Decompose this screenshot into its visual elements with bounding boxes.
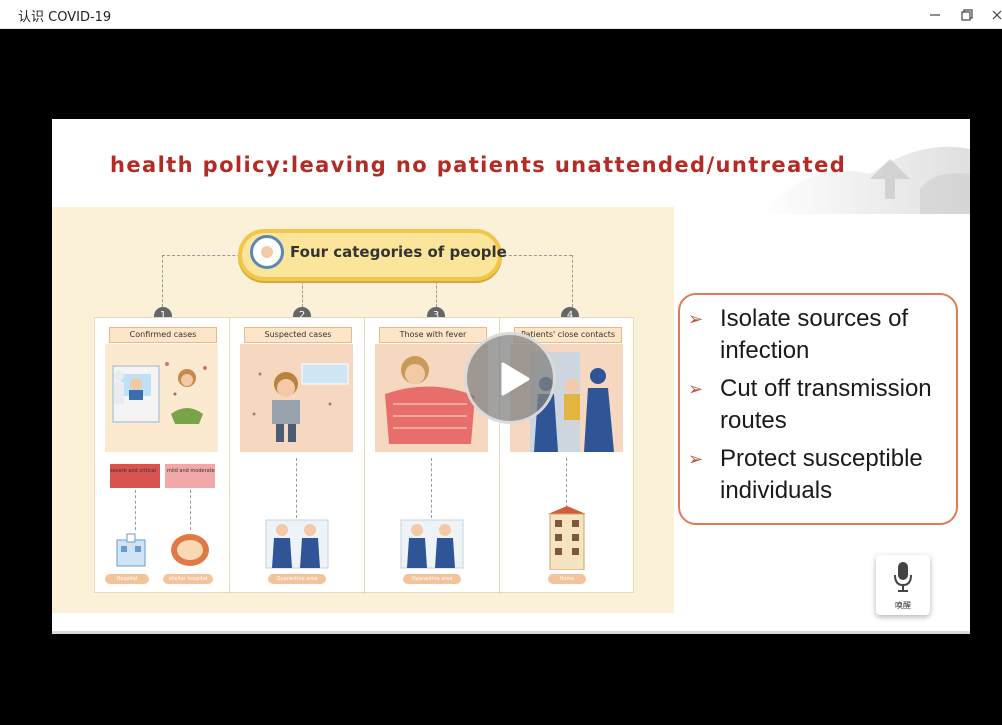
play-button[interactable] bbox=[464, 332, 556, 424]
arrow-bullet-icon: ➢ bbox=[688, 309, 704, 329]
badge-text: Four categories of people bbox=[290, 243, 507, 261]
connector-line bbox=[296, 458, 297, 518]
person-mask-icon bbox=[250, 235, 284, 269]
connector-line bbox=[302, 281, 303, 307]
location-tag: Hospital bbox=[105, 574, 149, 584]
connector-line bbox=[135, 490, 136, 530]
microphone-icon bbox=[894, 562, 912, 592]
bullet-item: ➢ Cut off transmission routes bbox=[688, 373, 950, 439]
category-columns: Confirmed cases bbox=[94, 317, 635, 594]
slide-divider bbox=[52, 631, 970, 634]
connector-line bbox=[162, 255, 163, 307]
category-close-contacts: Patients' close contacts bbox=[500, 318, 635, 594]
severity-label: severe and critical bbox=[110, 468, 157, 474]
confirmed-cases-illustration bbox=[105, 344, 218, 452]
play-icon bbox=[501, 362, 530, 396]
location-tag: Quarantine area bbox=[268, 574, 326, 584]
category-suspected: Suspected cases bbox=[230, 318, 365, 594]
restore-button[interactable] bbox=[952, 0, 982, 29]
minimize-icon bbox=[930, 13, 940, 16]
location-tag: shelter hospital bbox=[163, 574, 213, 584]
home-building-icon bbox=[548, 506, 586, 570]
arrow-bullet-icon: ➢ bbox=[688, 449, 704, 469]
four-categories-infographic: Four categories of people 1 2 3 4 Confir… bbox=[52, 207, 674, 613]
quarantine-staff-icon bbox=[265, 519, 329, 569]
voice-label: 唤醒 bbox=[895, 601, 911, 610]
category-title: Suspected cases bbox=[244, 327, 352, 343]
voice-wake-button[interactable]: 唤醒 bbox=[876, 555, 930, 615]
location-tag: Quarantine area bbox=[403, 574, 461, 584]
category-title: Those with fever bbox=[379, 327, 487, 343]
connector-line bbox=[436, 281, 437, 307]
decorative-architecture-graphic bbox=[760, 146, 970, 214]
sick-in-bed-icon bbox=[385, 356, 475, 444]
severity-label: mild and moderate bbox=[167, 468, 215, 474]
severity-box-severe bbox=[110, 464, 160, 488]
categories-badge: Four categories of people bbox=[238, 229, 507, 281]
window-title: 认识 COVID-19 bbox=[18, 10, 112, 25]
quarantine-staff-icon bbox=[400, 519, 464, 569]
connector-line bbox=[431, 458, 432, 518]
bullet-text: Isolate sources of infection bbox=[720, 305, 909, 364]
bullet-text: Protect susceptible individuals bbox=[720, 445, 923, 504]
arrow-bullet-icon: ➢ bbox=[688, 379, 704, 399]
prevention-measures-box: ➢ Isolate sources of infection ➢ Cut off… bbox=[678, 293, 958, 525]
severity-box-mild bbox=[165, 464, 215, 488]
shelter-hospital-icon bbox=[171, 534, 209, 566]
bullet-text: Cut off transmission routes bbox=[720, 375, 932, 434]
close-icon bbox=[992, 10, 1002, 19]
connector-line bbox=[190, 490, 191, 530]
connector-line bbox=[572, 255, 573, 307]
hospital-icon bbox=[116, 533, 146, 567]
connector-line bbox=[566, 458, 567, 508]
window-titlebar: 认识 COVID-19 bbox=[0, 0, 1002, 29]
bullet-item: ➢ Protect susceptible individuals bbox=[688, 443, 950, 509]
location-tag: Home bbox=[548, 574, 586, 584]
category-title: Confirmed cases bbox=[109, 327, 217, 343]
suspected-cases-illustration bbox=[240, 344, 353, 452]
category-title: Patients' close contacts bbox=[514, 327, 622, 343]
category-confirmed: Confirmed cases bbox=[95, 318, 230, 594]
close-button[interactable] bbox=[982, 0, 1002, 29]
coughing-person-icon bbox=[252, 363, 349, 442]
minimize-button[interactable] bbox=[920, 0, 950, 29]
doctor-patient-icon bbox=[112, 362, 207, 424]
restore-icon bbox=[961, 8, 973, 21]
slide-heading: health policy:leaving no patients unatte… bbox=[110, 153, 847, 177]
bullet-item: ➢ Isolate sources of infection bbox=[688, 303, 950, 369]
presentation-slide: health policy:leaving no patients unatte… bbox=[52, 119, 970, 634]
